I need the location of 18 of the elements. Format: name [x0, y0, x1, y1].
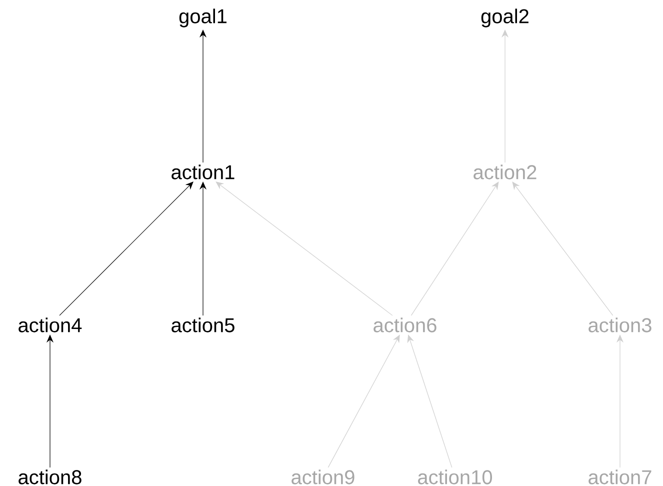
node-label: action5	[172, 318, 234, 332]
arrow	[216, 182, 393, 316]
arrow	[512, 182, 614, 316]
node-label: action3	[588, 318, 652, 332]
arrow	[407, 334, 452, 468]
node-label: action2	[474, 164, 536, 180]
arrow	[328, 334, 400, 468]
arrow	[59, 182, 194, 316]
node-label: action1	[172, 164, 234, 180]
node-label: action8	[18, 470, 82, 484]
node-label: goal1	[179, 8, 226, 28]
node-label: action9	[292, 470, 354, 484]
node-label: action7	[588, 470, 652, 484]
node-label: action6	[374, 318, 436, 332]
node-label: action4	[18, 318, 82, 332]
node-label: goal2	[481, 8, 528, 28]
node-label: action10	[418, 470, 492, 484]
arrow	[410, 182, 499, 316]
